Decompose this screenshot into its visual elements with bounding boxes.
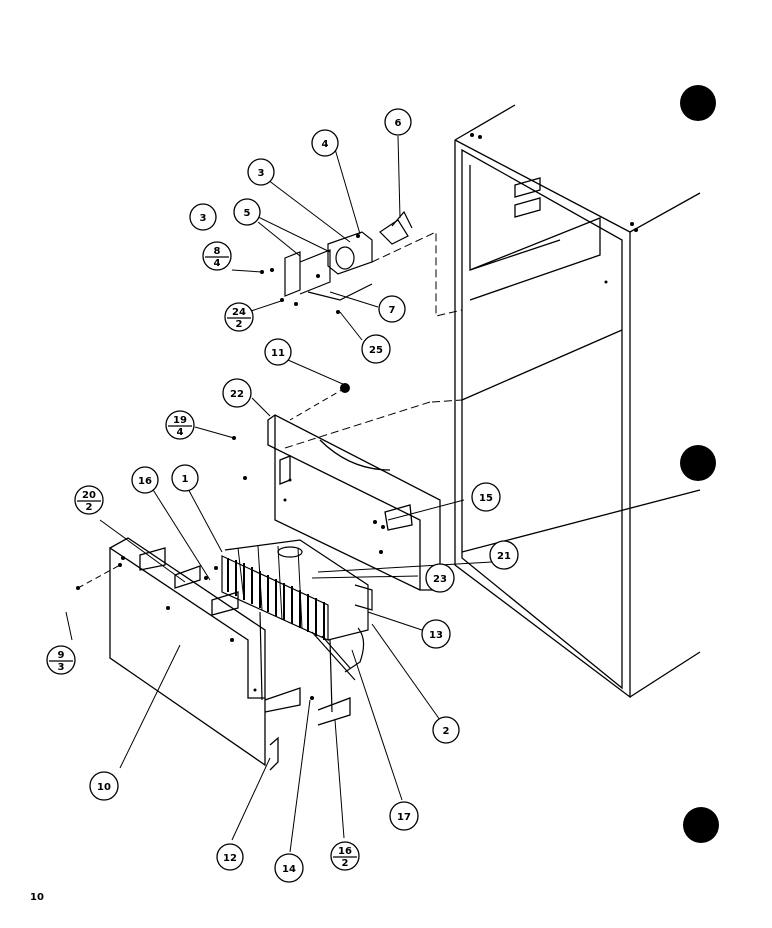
fraction-callouts: 8 4 24 2 19 4 20 2 9 3 xyxy=(46,241,360,871)
callout-16-2: 16 2 xyxy=(330,841,360,871)
callout-8-4: 8 4 xyxy=(202,241,232,271)
svg-text:10: 10 xyxy=(97,782,111,793)
callout-23: 23 xyxy=(425,563,455,593)
svg-text:8: 8 xyxy=(214,246,221,257)
fan-motor-screws xyxy=(260,234,360,314)
svg-text:15: 15 xyxy=(479,493,493,504)
callout-17: 17 xyxy=(389,801,419,831)
evaporator-cover xyxy=(267,414,441,591)
cabinet-screws xyxy=(470,133,638,284)
svg-text:20: 20 xyxy=(82,490,96,501)
svg-text:16: 16 xyxy=(338,846,352,857)
binder-hole-middle xyxy=(680,445,716,481)
svg-text:5: 5 xyxy=(244,208,251,219)
callout-5: 5 xyxy=(233,198,261,226)
callout-2: 2 xyxy=(432,716,460,744)
callout-10: 10 xyxy=(89,771,119,801)
svg-text:24: 24 xyxy=(232,307,246,318)
binder-hole-bottom xyxy=(683,807,719,843)
svg-text:4: 4 xyxy=(214,258,221,269)
callout-3-upper: 3 xyxy=(247,158,275,186)
binder-hole-top xyxy=(680,85,716,121)
callout-11: 11 xyxy=(264,338,292,366)
rear-panel xyxy=(108,537,351,771)
callout-21: 21 xyxy=(489,540,519,570)
callout-14: 14 xyxy=(274,853,304,883)
callout-16: 16 xyxy=(131,466,159,494)
callout-3-lower: 3 xyxy=(189,203,217,231)
svg-text:4: 4 xyxy=(322,139,329,150)
svg-text:1: 1 xyxy=(182,474,189,485)
svg-text:2: 2 xyxy=(443,726,450,737)
svg-text:17: 17 xyxy=(397,812,411,823)
rear-panel-guide xyxy=(77,564,121,589)
callout-13: 13 xyxy=(421,619,451,649)
callout-12: 12 xyxy=(216,843,244,871)
svg-text:4: 4 xyxy=(177,427,184,438)
callout-9-3: 9 3 xyxy=(46,645,76,675)
fan-to-cabinet-guide xyxy=(371,231,463,317)
svg-text:7: 7 xyxy=(389,305,396,316)
svg-text:2: 2 xyxy=(342,858,349,869)
callout-1: 1 xyxy=(171,464,199,492)
callout-22: 22 xyxy=(222,378,252,408)
callout-15: 15 xyxy=(471,482,501,512)
svg-text:2: 2 xyxy=(86,502,93,513)
rear-panel-screws xyxy=(76,556,314,700)
callout-20-2: 20 2 xyxy=(74,485,104,515)
callout-24-2: 24 2 xyxy=(224,302,254,332)
svg-text:16: 16 xyxy=(138,476,152,487)
svg-text:11: 11 xyxy=(271,348,285,359)
callout-6: 6 xyxy=(384,108,412,136)
page-number: 10 xyxy=(30,892,44,903)
svg-text:13: 13 xyxy=(429,630,443,641)
svg-text:22: 22 xyxy=(230,389,244,400)
svg-text:3: 3 xyxy=(58,662,65,673)
svg-text:6: 6 xyxy=(395,118,402,129)
svg-text:12: 12 xyxy=(223,853,237,864)
cabinet xyxy=(454,104,701,699)
leader-lines xyxy=(65,131,493,853)
svg-text:23: 23 xyxy=(433,574,447,585)
svg-text:3: 3 xyxy=(258,168,265,179)
svg-text:19: 19 xyxy=(173,415,187,426)
callout-7: 7 xyxy=(378,295,406,323)
cover-to-cabinet-guide xyxy=(284,399,463,449)
svg-text:3: 3 xyxy=(200,213,207,224)
svg-text:9: 9 xyxy=(58,650,65,661)
evaporator-coil xyxy=(221,539,373,713)
callouts: 1 2 3 3 4 5 6 7 10 11 12 13 14 15 16 17 … xyxy=(89,108,519,883)
grommet-guide xyxy=(289,387,346,421)
svg-text:14: 14 xyxy=(282,864,296,875)
cover-screws xyxy=(232,436,385,554)
fan-motor-assembly xyxy=(284,210,413,301)
svg-text:2: 2 xyxy=(236,319,243,330)
callout-19-4: 19 4 xyxy=(165,410,195,440)
svg-text:25: 25 xyxy=(369,345,383,356)
callout-4: 4 xyxy=(311,129,339,157)
callout-25: 25 xyxy=(361,334,391,364)
svg-text:21: 21 xyxy=(497,551,511,562)
